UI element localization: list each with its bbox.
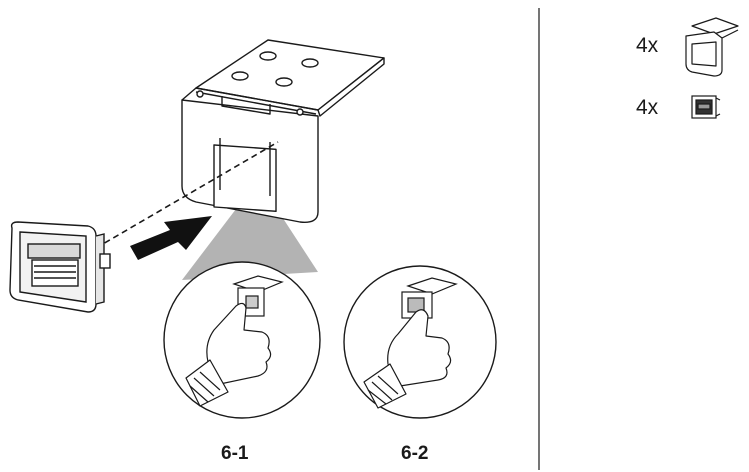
bracket-notch — [196, 90, 204, 98]
bracket-quantity-label: 4x — [636, 34, 659, 57]
bracket-notch — [296, 108, 304, 116]
step-label-6-2: 6-2 — [401, 443, 429, 464]
bracket-top-plate-edge — [317, 57, 385, 117]
reader-slot-top — [27, 243, 81, 259]
bracket-hole — [259, 51, 277, 61]
reader-slot-bottom — [31, 259, 79, 287]
reader-quantity-label: 4x — [636, 96, 659, 119]
bracket-window — [213, 144, 277, 213]
bracket-window-inner — [219, 138, 271, 196]
detail-circle-6-2 — [343, 265, 497, 419]
bracket-slot — [221, 96, 271, 115]
gloved-hand-icon — [185, 302, 272, 407]
part-bracket-icon — [685, 17, 739, 77]
bracket-hole — [275, 77, 293, 87]
bracket-bend-line — [181, 87, 319, 115]
gloved-hand-icon — [363, 309, 452, 409]
reader-side — [95, 233, 105, 305]
card-reader-icon — [9, 221, 111, 313]
detail-circle-6-1 — [163, 261, 321, 419]
reader-slot-lines — [34, 265, 76, 279]
bracket-hole — [301, 58, 319, 68]
insertion-path-line — [95, 141, 279, 249]
part-reader-icon — [691, 95, 721, 119]
mini-bracket-icon — [232, 275, 284, 317]
step-label-6-1: 6-1 — [221, 443, 249, 464]
mounting-bracket-icon — [181, 39, 385, 223]
bracket-top-plate — [195, 39, 385, 111]
insert-arrow-icon — [130, 216, 212, 260]
zoom-cone — [182, 180, 318, 280]
reader-clip — [99, 253, 111, 269]
bracket-hole — [231, 71, 249, 81]
